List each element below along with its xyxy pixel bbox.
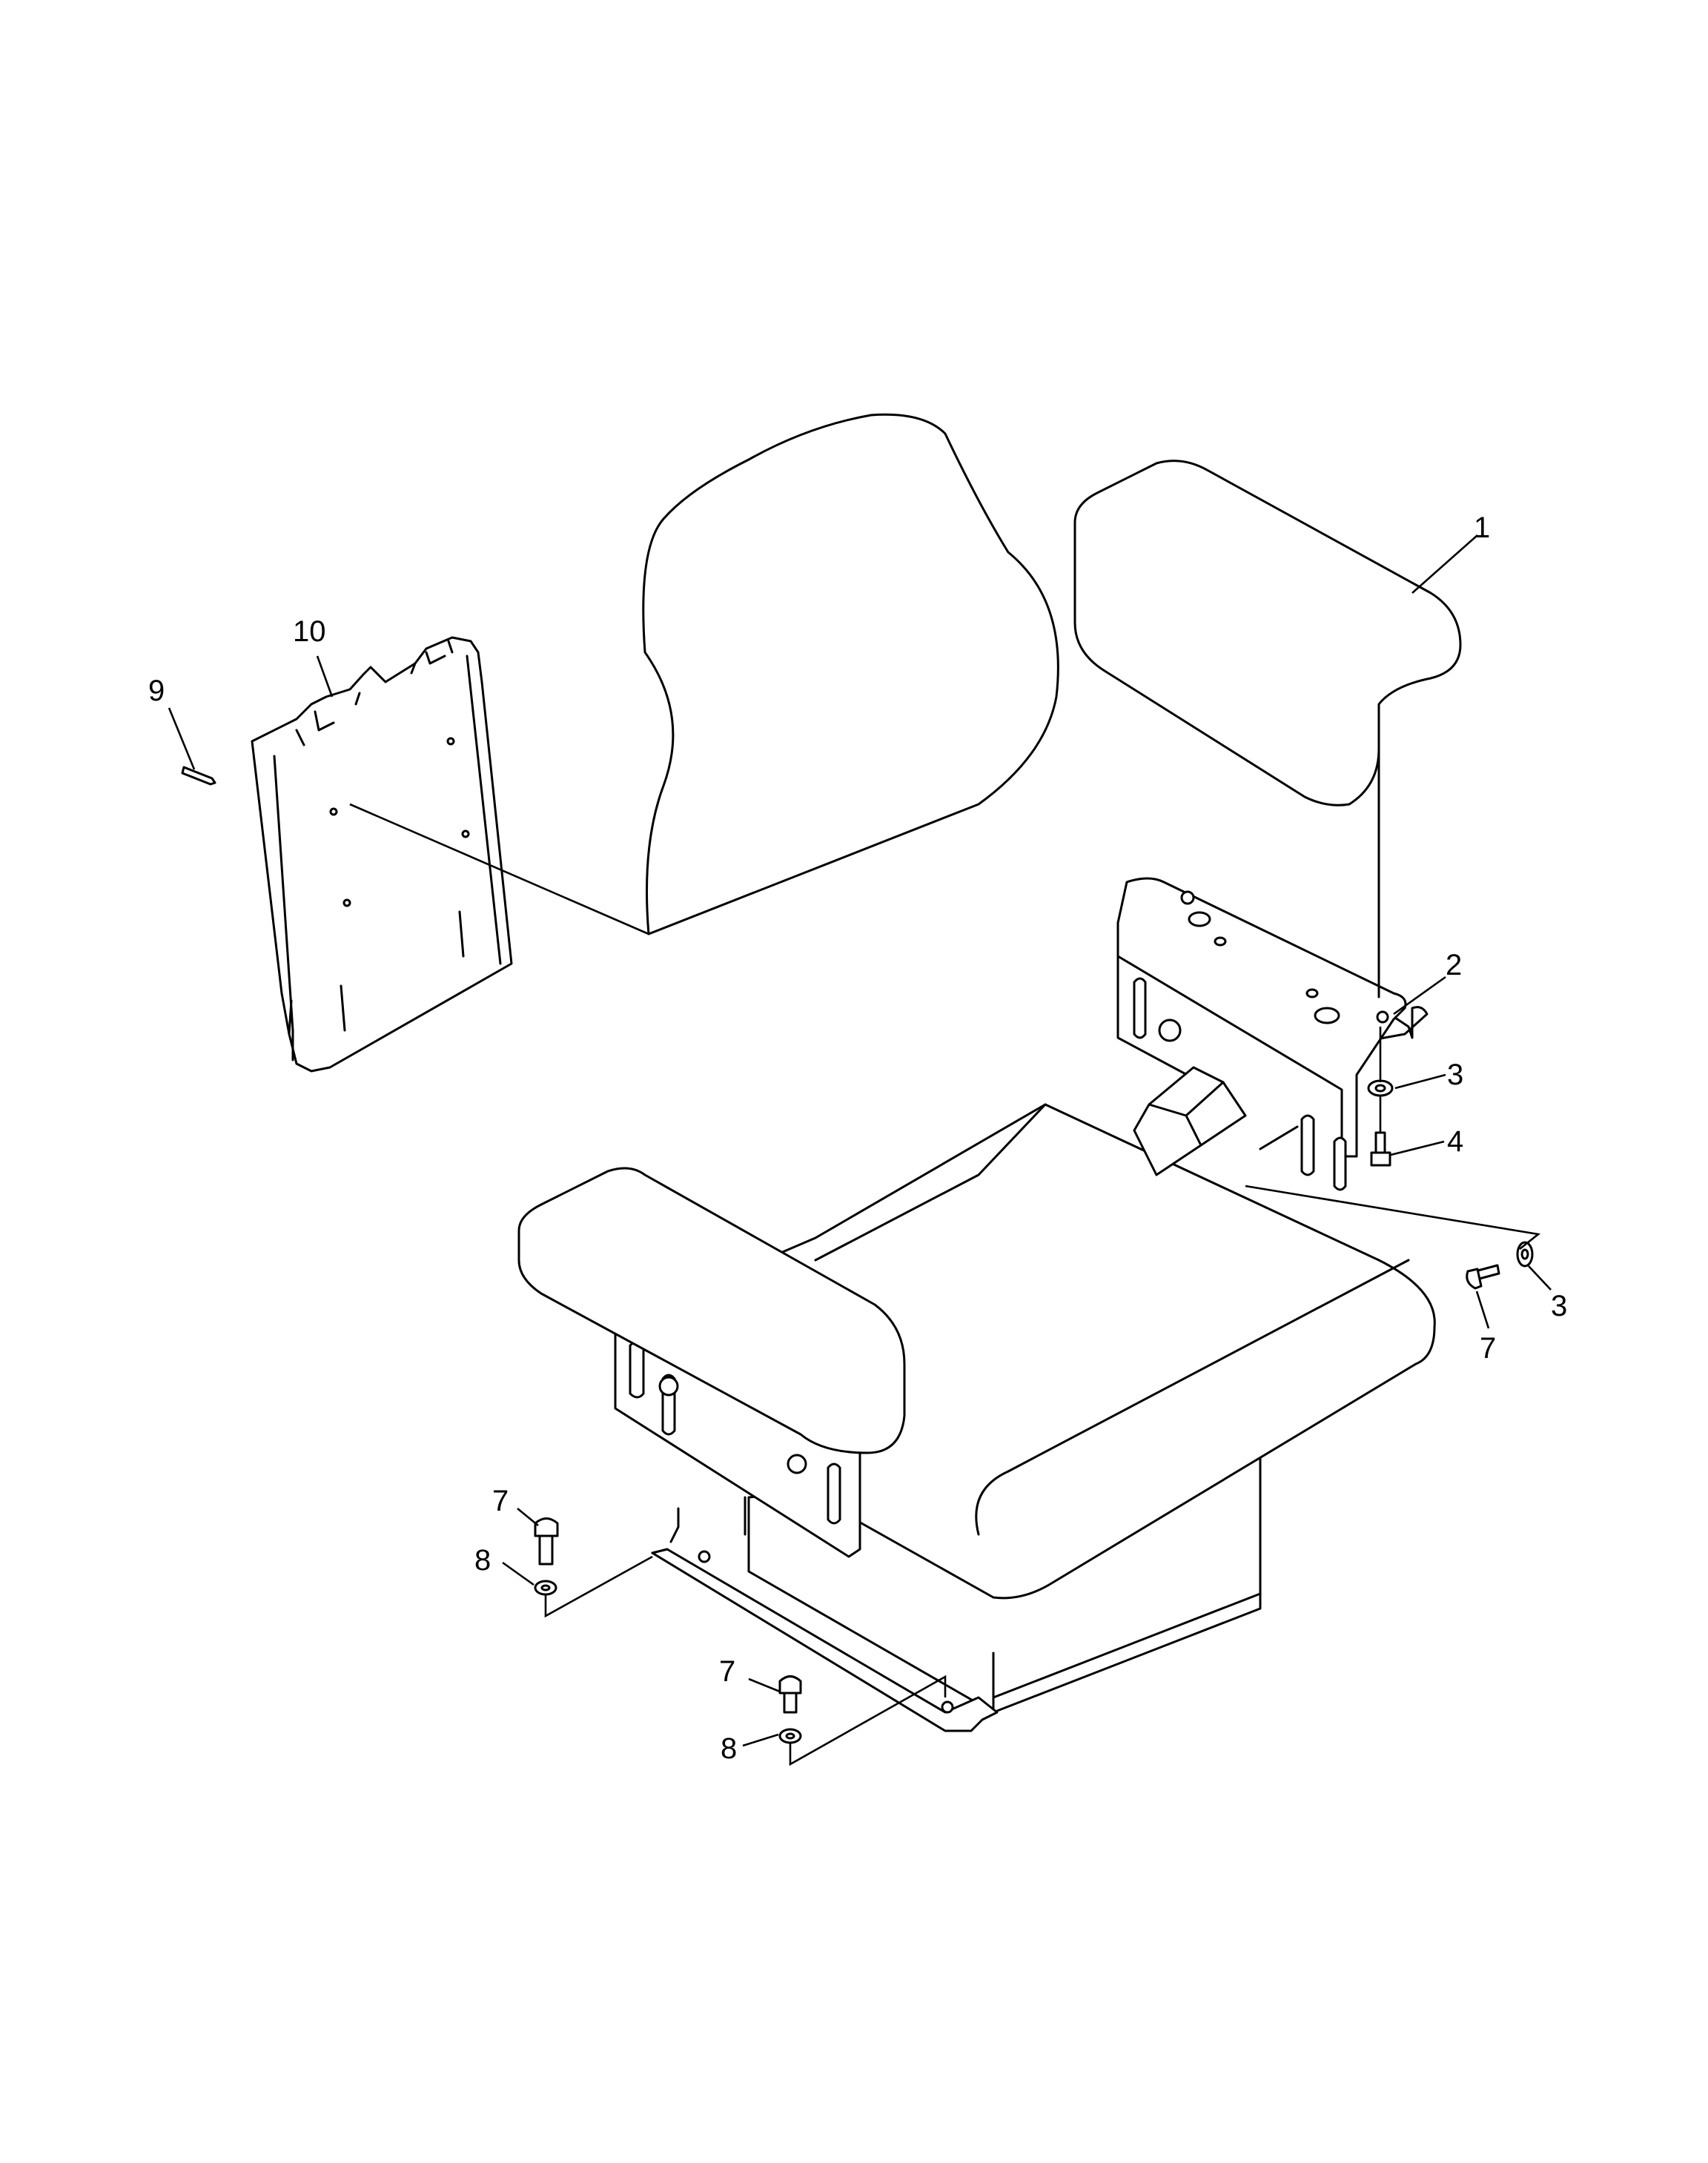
leader-7-right (1475, 1291, 1490, 1329)
leader-7-front-left (517, 1507, 539, 1527)
right-bracket-knob-edge (1148, 1081, 1225, 1147)
bolt-lower-right-head (1466, 1268, 1483, 1290)
plate-hole-right (941, 1700, 954, 1714)
assembly-line-side-panel (349, 803, 649, 935)
callout-8-front-center: 8 (721, 1732, 737, 1765)
washer-upper-hole (1374, 1084, 1386, 1093)
bolt-front-left-head (534, 1517, 559, 1537)
side-panel-top-tabs (295, 640, 454, 746)
left-bracket-slot-1 (629, 1340, 645, 1399)
pin (181, 766, 216, 786)
left-bracket-pin-2 (787, 1454, 807, 1474)
callout-8-front-left: 8 (474, 1544, 491, 1577)
side-panel-hole-1 (446, 737, 455, 746)
side-panel-hole-3 (461, 829, 470, 838)
seat-cushion-front-curve (975, 1259, 1410, 1536)
right-bracket-hole-2 (1188, 911, 1211, 927)
leader-9 (168, 707, 196, 770)
assembly-line-front-center (789, 1675, 947, 1766)
leader-10 (316, 655, 334, 698)
right-bracket-pin (1158, 1018, 1182, 1042)
leader-7-front-center (748, 1677, 781, 1693)
washer-front-left-hole (540, 1584, 551, 1591)
seat-back (642, 413, 1059, 935)
callout-9: 9 (148, 675, 165, 707)
callout-3-upper: 3 (1447, 1059, 1463, 1091)
right-bracket-slot-3 (1333, 1136, 1347, 1191)
assembly-line-front-left (544, 1555, 653, 1618)
callout-7-front-left: 7 (492, 1485, 509, 1517)
right-bracket-slot-2 (1300, 1114, 1315, 1176)
callout-1: 1 (1474, 511, 1490, 544)
side-panel-hole-2 (329, 807, 338, 816)
side-panel-hole-4 (342, 898, 351, 907)
leader-4 (1390, 1140, 1445, 1156)
right-armrest-bracket-top (1116, 877, 1407, 1158)
right-bracket-slot-1 (1133, 977, 1147, 1039)
leader-8-front-center (742, 1733, 779, 1747)
right-bracket-hole-1 (1180, 890, 1195, 905)
right-bracket-hole-5 (1314, 1007, 1340, 1024)
callout-3-lower: 3 (1551, 1290, 1567, 1322)
base-lower-edge (992, 1592, 1262, 1714)
assembly-line-lower-right (1245, 1185, 1541, 1251)
leader-3-upper (1394, 1073, 1446, 1090)
bolt-front-left (538, 1533, 554, 1566)
callout-7-front-center: 7 (719, 1655, 735, 1688)
leader-1 (1411, 534, 1478, 594)
washer-lower-hole (1520, 1248, 1529, 1260)
bolt-upper-head (1370, 1151, 1391, 1167)
left-armrest (517, 1167, 906, 1454)
callout-7-right: 7 (1480, 1332, 1496, 1365)
leader-3-lower (1528, 1265, 1552, 1291)
left-bracket-pin-1 (658, 1376, 679, 1397)
right-bracket-hole-3 (1214, 936, 1227, 947)
plate-left-flange (651, 1507, 680, 1554)
right-bracket-lower-edge (1116, 955, 1299, 1150)
side-panel-inner-edge (273, 655, 502, 1061)
seat-mounting-plate (651, 1548, 999, 1732)
right-armrest (1073, 460, 1462, 806)
leader-8-front-left (502, 1561, 534, 1586)
washer-front-center-hole (785, 1732, 795, 1740)
right-bracket-hole-6 (1376, 1010, 1389, 1024)
leader-2 (1393, 975, 1446, 1016)
left-bracket-slot-3 (827, 1463, 841, 1525)
callout-2: 2 (1446, 949, 1462, 981)
seat-back-base-join (814, 1103, 1047, 1262)
callout-10: 10 (293, 615, 326, 648)
plate-hole-left (698, 1550, 711, 1563)
callout-4: 4 (1447, 1125, 1463, 1158)
bolt-front-center-head (778, 1675, 802, 1695)
bolt-front-center (783, 1690, 798, 1714)
right-bracket-hole-4 (1305, 988, 1319, 998)
bolt-upper (1374, 1131, 1386, 1154)
side-panel (251, 636, 513, 1073)
